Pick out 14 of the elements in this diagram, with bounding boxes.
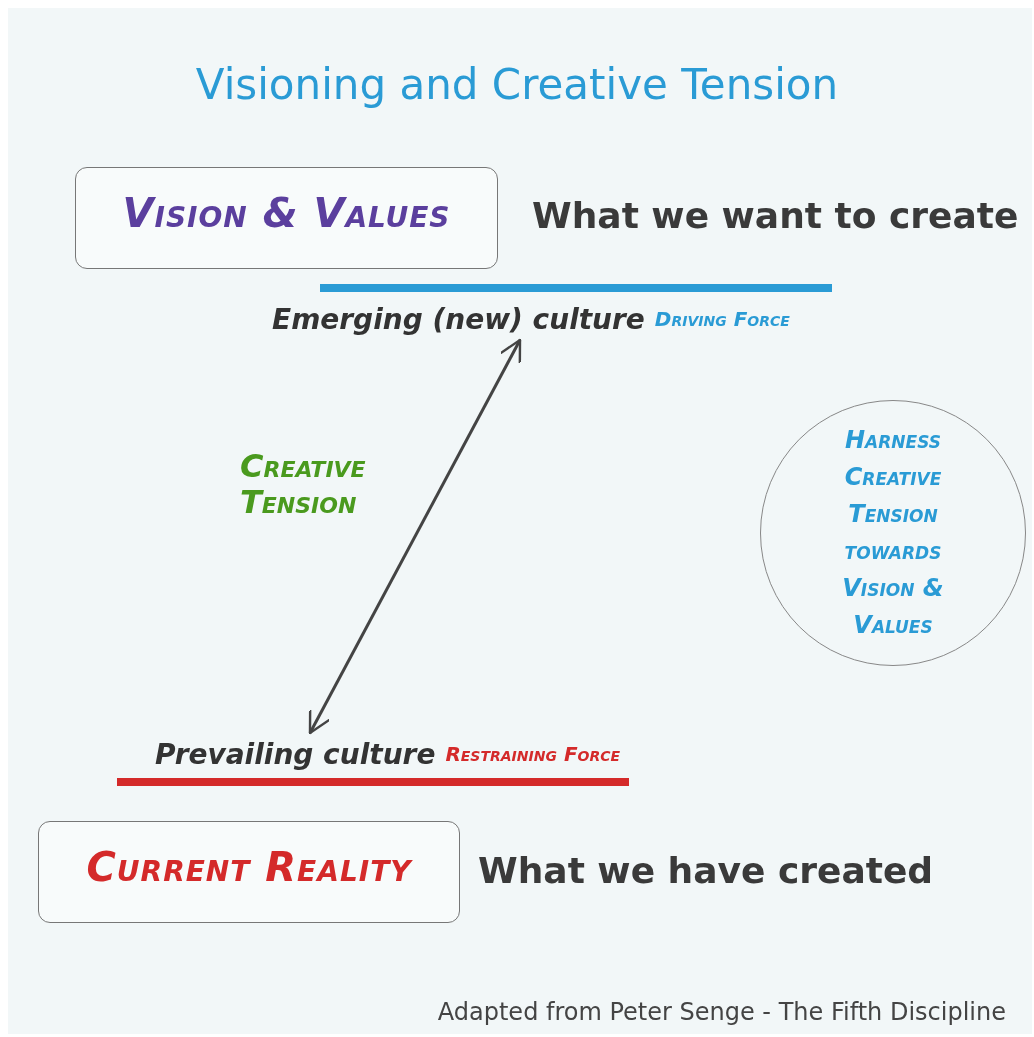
force-text: Restraining Force xyxy=(445,742,621,766)
heading-text: Vision & Values xyxy=(121,190,452,236)
title: Visioning and Creative Tension xyxy=(194,60,840,109)
heading-text: Current Reality xyxy=(85,844,414,890)
label-box xyxy=(38,821,460,923)
arrow xyxy=(308,338,522,735)
culture-text: Emerging (new) culture xyxy=(272,302,645,336)
culture-text: Prevailing culture xyxy=(155,737,436,771)
description-text: What we want to create xyxy=(532,195,1019,236)
label-box xyxy=(75,167,498,269)
caption: Adapted from Peter Senge - The Fifth Discipline xyxy=(437,998,1006,1026)
description-text: What we have created xyxy=(478,850,934,891)
node-text: Harness Creative Tension towards Vision & Values xyxy=(841,425,945,641)
force-text: Driving Force xyxy=(654,307,790,331)
